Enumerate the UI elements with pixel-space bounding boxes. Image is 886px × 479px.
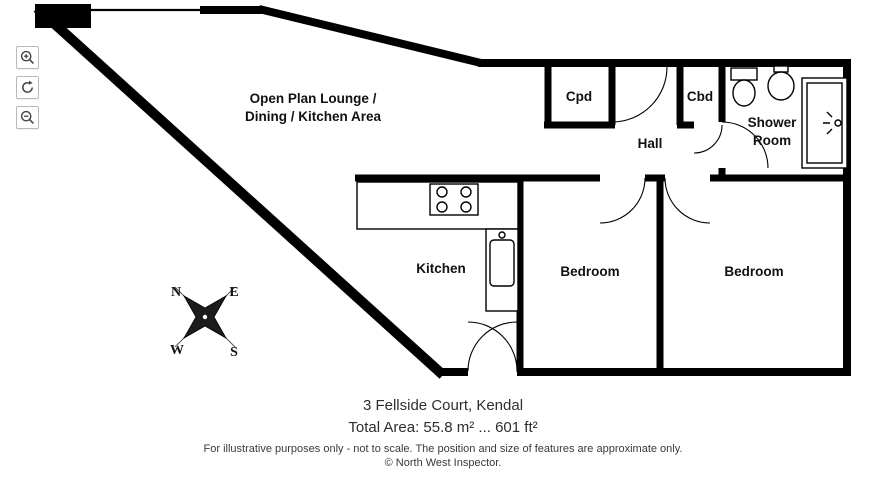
kitchen-faucet (498, 231, 506, 239)
door-arc-hall (611, 66, 668, 123)
door-arcs (467, 66, 769, 372)
room-label-kitchen: Kitchen (416, 261, 466, 276)
shower-room-fixtures (730, 65, 848, 169)
copyright: © North West Inspector. (384, 457, 502, 469)
zoom-out-icon (20, 110, 34, 124)
room-label-hall: Hall (638, 136, 663, 151)
disclaimer: For illustrative purposes only - not to … (203, 443, 683, 455)
wall (258, 5, 482, 67)
reset-zoom-icon (22, 80, 33, 93)
room-label-cbd: Cbd (687, 89, 713, 104)
compass-rose: N E W S (170, 285, 239, 360)
zoom-in-icon (20, 50, 34, 64)
shower-spray (823, 111, 833, 135)
room-label-lounge-line2: Dining / Kitchen Area (245, 109, 382, 124)
room-label-lounge-line1: Open Plan Lounge / (250, 91, 377, 106)
stove (429, 183, 479, 216)
room-label-bedroom-right: Bedroom (724, 264, 783, 279)
door-arc-patio-left (467, 321, 518, 372)
total-area: Total Area: 55.8 m² ... 601 ft² (348, 419, 538, 436)
kitchen-fixtures (356, 181, 519, 312)
room-label-shower-line2: Room (753, 133, 791, 148)
zoom-out-button[interactable] (16, 106, 39, 129)
property-address: 3 Fellside Court, Kendal (362, 397, 524, 414)
stove-burner (436, 186, 448, 198)
shower-tray (806, 82, 843, 164)
door-arc-bedroom-left (599, 177, 646, 224)
zoom-in-button[interactable] (16, 46, 39, 69)
door-arc-bedroom-right (664, 177, 711, 224)
room-label-bedroom-left: Bedroom (560, 264, 619, 279)
toilet-bowl (732, 79, 756, 107)
compass-center (202, 314, 208, 320)
room-label-cpd: Cpd (566, 89, 592, 104)
floorplan-drawing: N E W S Open Plan Lounge / Dining / Kitc… (33, 4, 851, 379)
compass-west-label: W (170, 343, 184, 358)
compass-east-label: E (229, 285, 238, 300)
basin-tap (773, 65, 789, 73)
door-arc-patio-right (467, 321, 518, 372)
stove-burner (460, 201, 472, 213)
shower-head (834, 119, 842, 127)
compass-south-label: S (230, 345, 238, 360)
room-labels: Open Plan Lounge / Dining / Kitchen Area… (245, 89, 797, 279)
door-arc-cbd (693, 124, 723, 154)
compass-north-label: N (171, 285, 181, 300)
stove-burner (436, 201, 448, 213)
wall-cbd (676, 60, 694, 129)
wash-basin (767, 71, 795, 101)
kitchen-sink (489, 239, 515, 287)
zoom-toolbar (16, 46, 39, 129)
wall (33, 4, 447, 379)
room-label-shower-line1: Shower (748, 115, 798, 130)
interior-walls (355, 60, 847, 372)
reset-zoom-button[interactable] (16, 76, 39, 99)
stove-burner (460, 186, 472, 198)
caption-block: 3 Fellside Court, Kendal Total Area: 55.… (0, 397, 886, 471)
wall-cpd (544, 60, 616, 129)
door-arc-shower-room (721, 121, 769, 169)
toilet-cistern (730, 67, 758, 81)
